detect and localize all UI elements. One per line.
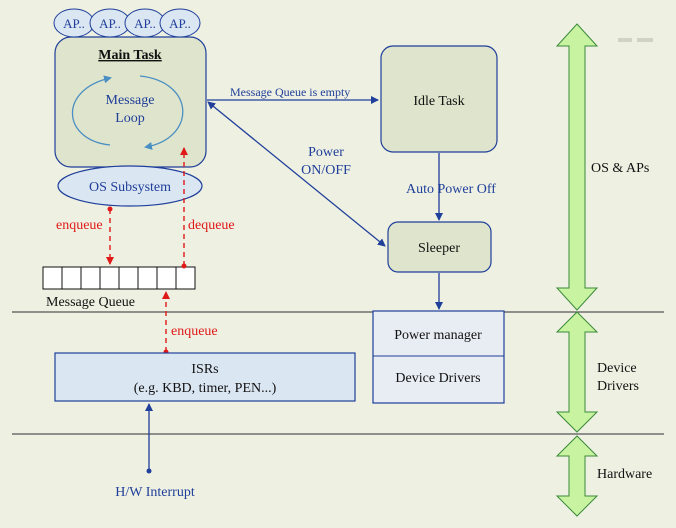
layer-label-os-aps: OS & APs [591, 161, 649, 176]
ap-bubble[interactable]: AP.. [159, 8, 201, 38]
auto-power-off-label: Auto Power Off [406, 182, 496, 197]
sleeper-label: Sleeper [418, 241, 460, 256]
ap-bubble-label: AP.. [63, 16, 85, 31]
power-manager-label: Power manager [394, 328, 482, 343]
ap-bubble-label: AP.. [99, 16, 121, 31]
arrow-power-on-off [207, 101, 386, 247]
power-manager-box[interactable]: Power manager Device Drivers [372, 310, 505, 404]
layer-label-hardware: Hardware [597, 467, 652, 482]
layer-arrow-device-drivers [555, 311, 599, 433]
power-label-line1: Power [308, 145, 344, 160]
isrs-examples: (e.g. KBD, timer, PEN...) [134, 381, 277, 396]
idle-task-label: Idle Task [413, 94, 464, 109]
ap-bubble[interactable]: AP.. [124, 8, 166, 38]
ap-bubble-label: AP.. [134, 16, 156, 31]
message-queue-label: Message Queue [46, 295, 135, 310]
enqueue-top-label: enqueue [56, 218, 103, 233]
loop-arrow-right [139, 75, 184, 150]
enqueue-bottom-label: enqueue [171, 324, 218, 339]
ap-bubble-label: AP.. [169, 16, 191, 31]
idle-task-box[interactable]: Idle Task [380, 45, 498, 153]
os-subsystem-label: OS Subsystem [89, 180, 171, 195]
layer-arrow-os-aps [555, 23, 599, 311]
message-queue[interactable] [42, 266, 196, 290]
device-drivers-label: Device Drivers [395, 371, 480, 386]
message-loop-line2: Loop [115, 111, 145, 126]
isrs-title: ISRs [191, 362, 218, 377]
os-subsystem[interactable]: OS Subsystem [57, 165, 203, 207]
sleeper-box[interactable]: Sleeper [387, 221, 492, 273]
isrs-box[interactable]: ISRs (e.g. KBD, timer, PEN...) [54, 352, 356, 402]
ap-bubble[interactable]: AP.. [89, 8, 131, 38]
ap-bubble[interactable]: AP.. [53, 8, 95, 38]
layer-label-device-line1: Device [597, 361, 637, 376]
hw-interrupt-label: H/W Interrupt [115, 485, 195, 500]
layer-label-device-line2: Drivers [597, 379, 639, 394]
main-task-box[interactable]: Main Task Message Loop [54, 36, 207, 168]
loop-arrow-left [71, 75, 112, 146]
layer-arrow-hardware [555, 435, 599, 517]
ap-bubbles: AP.. AP.. AP.. AP.. [53, 8, 201, 38]
dequeue-label: dequeue [188, 218, 235, 233]
power-label-line2: ON/OFF [301, 163, 351, 178]
decorative-marks [618, 38, 653, 42]
queue-empty-label: Message Queue is empty [230, 85, 350, 99]
main-task-title: Main Task [98, 48, 162, 63]
message-loop-line1: Message [106, 93, 155, 108]
